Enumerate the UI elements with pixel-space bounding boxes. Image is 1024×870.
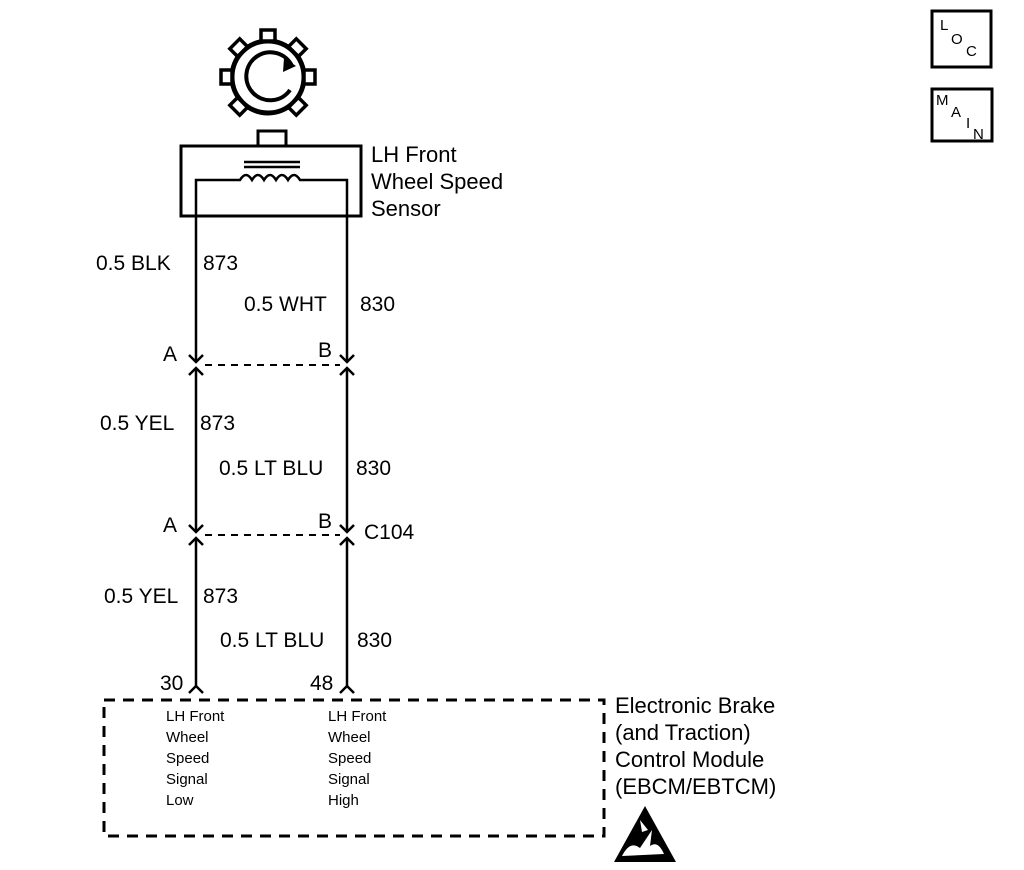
signal-line: Signal [166, 771, 208, 788]
wire-color-label: 0.5 LT BLU [219, 457, 323, 480]
sensor-name-line: Wheel Speed [371, 169, 503, 194]
circuit-number: 830 [356, 457, 391, 480]
sensor-name: LH Front Wheel Speed Sensor [371, 142, 503, 221]
connector-1-pin-b: B [318, 339, 332, 362]
signal-line: Wheel [166, 729, 209, 746]
connector-2-pin-a: A [163, 514, 177, 537]
module-name-line: (and Traction) [615, 720, 751, 745]
circuit-number: 830 [360, 293, 395, 316]
module-pin-30: 30 [160, 672, 183, 695]
module-name: Electronic Brake (and Traction) Control … [615, 693, 776, 799]
connector-name: C104 [364, 521, 415, 544]
loc-letter: O [951, 31, 963, 48]
loc-letter: C [966, 43, 977, 60]
circuit-number: 873 [203, 252, 238, 275]
signal-line: Speed [166, 750, 209, 767]
main-button[interactable]: M A I N [930, 87, 994, 143]
wire-color-label: 0.5 WHT [244, 293, 327, 316]
signal-line: Speed [328, 750, 371, 767]
module-terminal-48 [339, 684, 355, 694]
signal-line: LH Front [166, 708, 225, 725]
signal-line: Wheel [328, 729, 371, 746]
circuit-number: 830 [357, 629, 392, 652]
circuit-number: 873 [200, 412, 235, 435]
connector-1 [188, 354, 355, 376]
module-outline [102, 698, 606, 838]
loc-letter: L [940, 17, 948, 34]
esd-warning-icon [614, 806, 676, 862]
signal-line: Low [166, 792, 194, 809]
module-name-line: Electronic Brake [615, 693, 775, 718]
wire-color-label: 0.5 BLK [96, 252, 171, 275]
signal-line: LH Front [328, 708, 387, 725]
left-signal-description: LH Front Wheel Speed Signal Low [166, 708, 225, 809]
main-letter: I [966, 115, 970, 132]
main-letter: N [973, 126, 984, 143]
module-name-line: Control Module [615, 747, 764, 772]
connector-c104 [188, 524, 355, 546]
connector-1-pin-a: A [163, 343, 177, 366]
main-letter: A [951, 104, 961, 121]
module-terminal-30 [188, 684, 204, 694]
wire-color-label: 0.5 LT BLU [220, 629, 324, 652]
module-name-line: (EBCM/EBTCM) [615, 774, 776, 799]
module-pin-48: 48 [310, 672, 333, 695]
main-letter: M [936, 92, 949, 109]
loc-button[interactable]: L O C [930, 9, 993, 69]
reluctor-wheel-icon [219, 28, 317, 118]
connector-2-pin-b: B [318, 510, 332, 533]
sensor-tip [256, 129, 288, 148]
signal-line: High [328, 792, 359, 809]
sensor-name-line: Sensor [371, 196, 441, 221]
wire-color-label: 0.5 YEL [100, 412, 174, 435]
sensor-name-line: LH Front [371, 142, 457, 167]
signal-line: Signal [328, 771, 370, 788]
circuit-number: 873 [203, 585, 238, 608]
right-signal-description: LH Front Wheel Speed Signal High [328, 708, 387, 809]
wire-color-label: 0.5 YEL [104, 585, 178, 608]
coil-icon [194, 160, 349, 216]
